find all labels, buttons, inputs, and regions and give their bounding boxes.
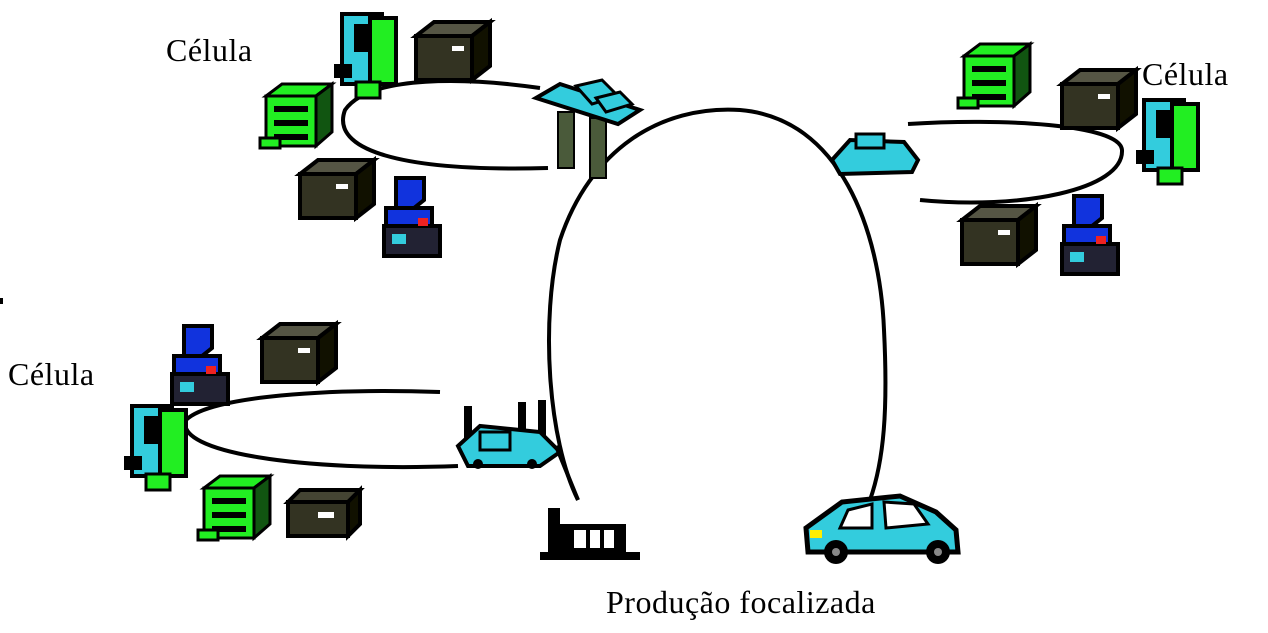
green-cabinet-icon <box>196 474 272 542</box>
cyan-tower-icon <box>122 404 188 492</box>
dark-box-icon <box>286 488 362 538</box>
cell-top-left-machines <box>258 12 645 258</box>
cell-label-top-right: Célula <box>1142 56 1229 92</box>
car-icon <box>803 493 961 564</box>
conveyor-platform-icon <box>531 78 645 179</box>
forklift-icon <box>455 400 564 469</box>
dark-box-icon <box>298 158 376 220</box>
blue-drill-icon <box>170 324 230 406</box>
edge-mark <box>0 298 3 304</box>
cell-label-top-left: Célula <box>166 32 253 68</box>
loop-top-right <box>907 119 1125 205</box>
focused-production-label: Produção focalizada <box>606 584 876 620</box>
pallet-jack-icon <box>540 508 640 560</box>
cyan-tower-icon <box>332 12 398 100</box>
green-cabinet-icon <box>258 82 334 150</box>
loop-main <box>547 107 888 501</box>
cell-label-left: Célula <box>8 356 95 392</box>
blue-drill-icon <box>1060 194 1120 276</box>
cell-top-right-machines <box>829 42 1200 276</box>
dark-box-icon <box>1060 68 1138 130</box>
cell-left-machines <box>122 322 580 542</box>
cyan-tower-icon <box>1134 98 1200 186</box>
flow-loops <box>183 79 1125 501</box>
blue-drill-icon <box>382 176 442 258</box>
dark-box-icon <box>960 204 1038 266</box>
cyan-robot-icon <box>829 132 921 177</box>
dark-box-icon <box>414 20 492 82</box>
dark-box-icon <box>260 322 338 384</box>
green-cabinet-icon <box>956 42 1032 110</box>
